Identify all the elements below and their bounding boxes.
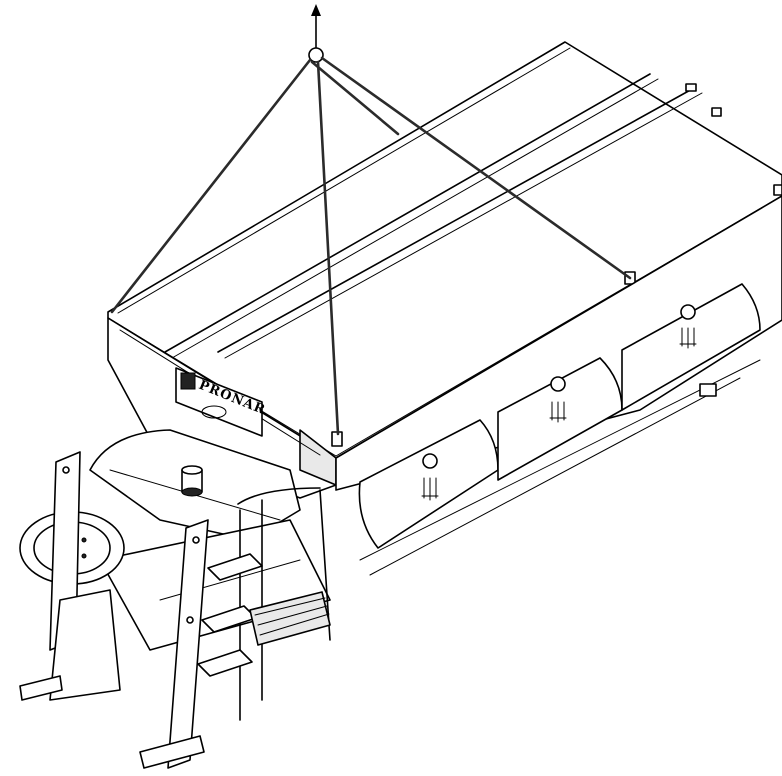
- side-tanks: [358, 283, 761, 576]
- tank-logo-icon: [421, 327, 697, 501]
- warning-beacon-icon: [181, 465, 203, 497]
- support-legs: [19, 451, 209, 769]
- lift-arrow-icon: [311, 4, 321, 49]
- pronar-logo-icon: [180, 372, 196, 390]
- leg-pin-icon: [62, 466, 200, 624]
- access-ladder: [197, 487, 331, 721]
- lifting-cables: [110, 56, 632, 436]
- lifting-ring-icon: [308, 47, 324, 63]
- tank-cap-icon: [422, 304, 696, 469]
- brand-plate: PRONAR: [175, 367, 268, 437]
